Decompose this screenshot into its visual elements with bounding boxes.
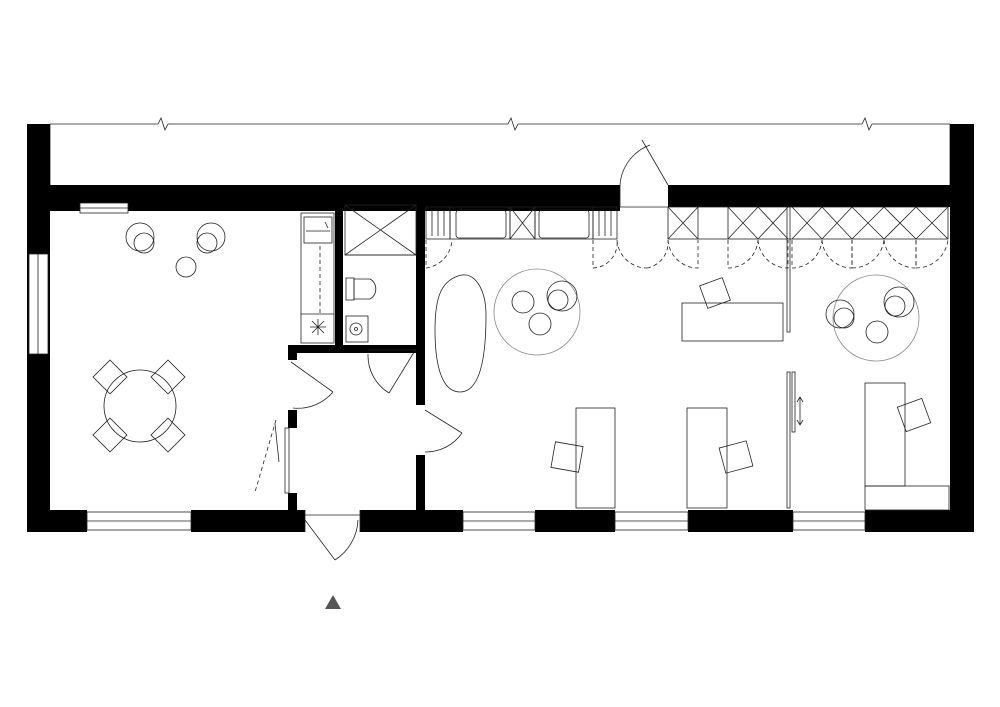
office-furniture — [434, 268, 950, 511]
office-partitions — [786, 206, 804, 509]
living-room-furniture — [92, 222, 226, 453]
office-storage — [425, 206, 949, 240]
boundary-line — [49, 116, 951, 185]
windows — [28, 202, 866, 531]
bathroom — [344, 204, 417, 343]
cabinet-door-swings — [425, 239, 949, 269]
entrance-arrow-icon — [325, 595, 341, 609]
exterior-walls — [27, 124, 974, 532]
kitchen — [300, 212, 335, 344]
main-entrance-door — [304, 510, 361, 561]
top-entrance-door — [619, 139, 669, 208]
interior-walls — [288, 205, 425, 510]
interior-doors — [254, 348, 463, 494]
